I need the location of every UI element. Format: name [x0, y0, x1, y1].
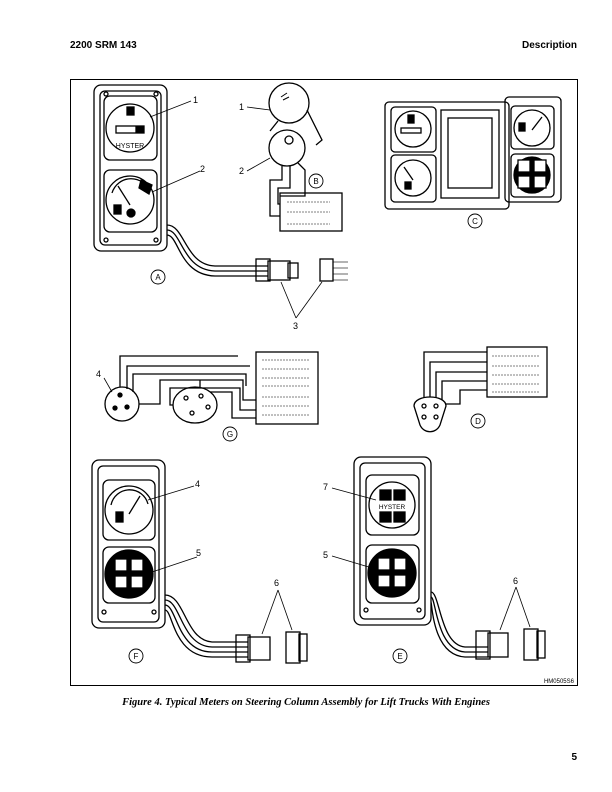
running-header-right: Description [521, 40, 577, 51]
view-f-harness [164, 594, 308, 664]
figure-frame [70, 79, 578, 686]
view-b-letter-circle [308, 173, 324, 189]
view-c-dash-panel [384, 96, 562, 210]
view-g-label: G [227, 430, 233, 439]
view-e-brand-text: HYSTER [379, 504, 406, 511]
view-a-brand-text: HYSTER [116, 143, 144, 150]
view-e-meter-panel: HYSTER [353, 456, 432, 626]
view-a-label: A [155, 273, 161, 282]
view-c-label: C [472, 217, 478, 226]
view-a-meter-panel: HYSTER [93, 84, 168, 252]
callout-leaders [103, 100, 531, 635]
view-g-letter-circle [222, 426, 238, 442]
callout-1-b: 1 [239, 102, 244, 112]
figure-caption: Figure 4. Typical Meters on Steering Col… [122, 697, 490, 708]
view-f-meter-panel [91, 459, 166, 629]
view-a-harness [166, 224, 348, 282]
view-d-label: D [475, 417, 481, 426]
callout-3: 3 [293, 321, 298, 331]
view-d-connector [413, 346, 548, 433]
callout-2-b: 2 [239, 166, 244, 176]
view-b-label: B [313, 177, 318, 186]
callout-2-a: 2 [200, 164, 205, 174]
view-e-letter-circle [392, 648, 408, 664]
view-b-senders [268, 82, 343, 232]
callout-1-a: 1 [193, 95, 198, 105]
view-g-sender [104, 351, 319, 425]
view-f-label: F [134, 652, 139, 661]
view-c-letter-circle [467, 213, 483, 229]
callout-4-f: 4 [195, 479, 200, 489]
page-number: 5 [571, 752, 577, 763]
view-e-label: E [397, 652, 402, 661]
callout-5-f: 5 [196, 548, 201, 558]
callout-7: 7 [323, 482, 328, 492]
callout-6-f: 6 [274, 578, 279, 588]
view-f-letter-circle [128, 648, 144, 664]
callout-6-e: 6 [513, 576, 518, 586]
figure-code: HM0505S6 [544, 679, 575, 685]
running-header-left: 2200 SRM 143 [70, 40, 137, 51]
view-a-letter-circle [150, 269, 166, 285]
callout-5-e: 5 [323, 550, 328, 560]
callout-4-g: 4 [96, 369, 101, 379]
view-e-harness [430, 591, 546, 661]
view-d-letter-circle [470, 413, 486, 429]
